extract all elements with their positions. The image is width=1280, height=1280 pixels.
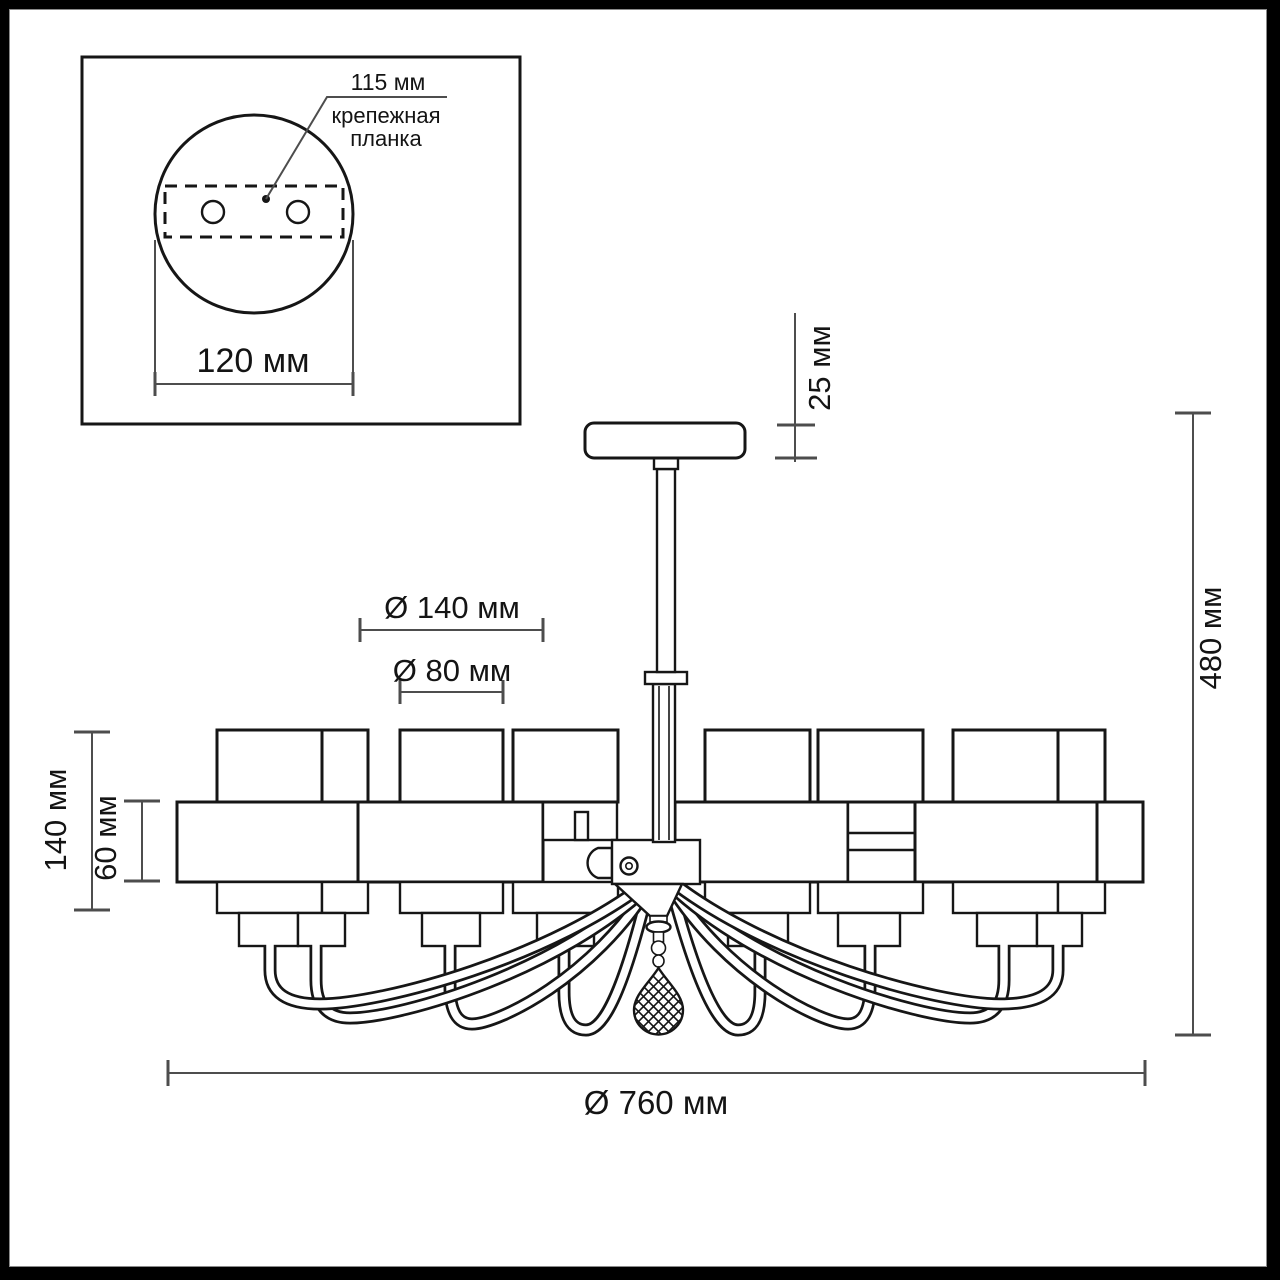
- plate-width-label: 115 мм: [351, 69, 426, 95]
- hub-tab: [573, 810, 590, 842]
- band-height-label: 60 мм: [88, 795, 123, 881]
- arm: [662, 872, 1065, 1011]
- arms: [263, 872, 1065, 1037]
- canopy-height-label: 25 мм: [802, 325, 837, 411]
- fixture-diameter-label: Ø 760 мм: [584, 1084, 728, 1121]
- shade-tops: [215, 728, 1107, 804]
- pendant-cap: [645, 920, 672, 934]
- plate-name-line1: крепежная: [331, 103, 440, 128]
- plate-name-line2: планка: [350, 126, 422, 151]
- rod-lower-tube: [651, 682, 677, 844]
- mounting-plate-dashed-rect: [163, 184, 345, 239]
- leader-line: [265, 96, 447, 200]
- dim-fixture-diameter: Ø 760 мм: [166, 1060, 1147, 1121]
- arm: [663, 880, 877, 1031]
- dim-shade-diameter: Ø 140 мм: [358, 590, 545, 642]
- dim-fixture-height: 480 мм: [1175, 411, 1228, 1037]
- inset-mounting-diagram: 115 мм крепежная планка 120 мм: [80, 55, 522, 426]
- fixture-height-label: 480 мм: [1193, 587, 1228, 690]
- dim-band-height: 60 мм: [88, 795, 160, 883]
- pendant-bead: [652, 954, 665, 968]
- shade-band: [175, 800, 1145, 884]
- shade-diameter-label: Ø 140 мм: [384, 590, 520, 625]
- rod-upper: [655, 467, 677, 674]
- dim-canopy-height: 25 мм: [775, 313, 837, 462]
- base-diameter-label: 120 мм: [197, 342, 310, 380]
- arm: [664, 884, 767, 1037]
- dim-shade-top-diameter: Ø 80 мм: [393, 653, 511, 704]
- chandelier-drawing: [175, 421, 1145, 1037]
- rod-collar: [643, 670, 689, 686]
- dim-shade-height: 140 мм: [38, 730, 110, 912]
- dim-base-diameter: 120 мм: [153, 240, 355, 396]
- arm: [443, 880, 657, 1031]
- inset-border: [80, 55, 522, 426]
- shade-height-label: 140 мм: [38, 769, 73, 872]
- pendant-bead: [650, 940, 667, 956]
- mounting-hole-left: [200, 199, 226, 225]
- canopy-neck: [652, 456, 680, 471]
- hub-bolt-center: [624, 861, 633, 870]
- shade-top-diameter-label: Ø 80 мм: [393, 653, 511, 688]
- ceiling-canopy: [583, 421, 747, 460]
- mounting-base-circle: [153, 113, 355, 315]
- drawing-panel: 115 мм крепежная планка 120 мм: [9, 9, 1267, 1267]
- arm: [557, 884, 656, 1037]
- arm: [263, 872, 658, 1011]
- hub-clamp: [586, 846, 614, 880]
- hanging-rod: [583, 421, 747, 844]
- mounting-hole-right: [285, 199, 311, 225]
